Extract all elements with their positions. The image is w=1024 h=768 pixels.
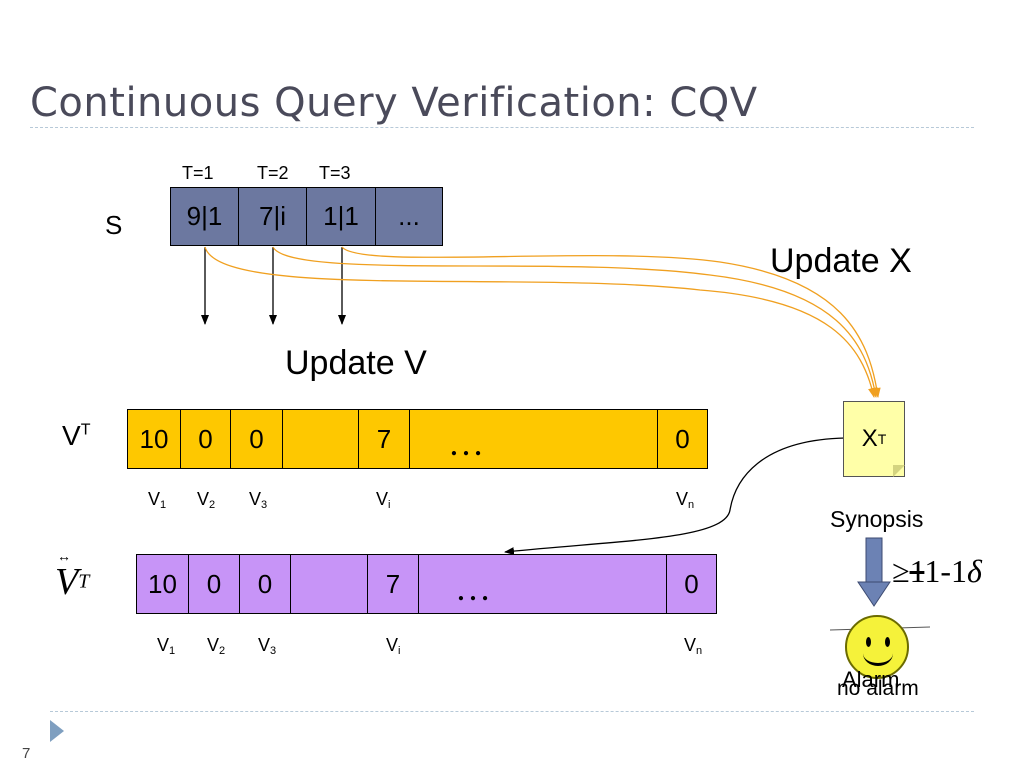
v-ellipsis: … — [448, 423, 484, 463]
vv-index: V1 — [157, 635, 176, 657]
vv-ellipsis: … — [455, 568, 491, 608]
vv-cell — [290, 554, 368, 614]
vv-cell: 0 — [239, 554, 291, 614]
v-cell: 0 — [657, 409, 708, 469]
v-index: V1 — [148, 489, 167, 511]
stream-cell: 7|i — [238, 187, 307, 246]
stream-label: S — [105, 210, 123, 240]
down-arrow-icon — [857, 537, 891, 607]
vv-cell — [418, 554, 667, 614]
slide-title: Continuous Query Verification: CQV — [30, 80, 758, 126]
play-icon — [50, 720, 64, 742]
v-index: V2 — [197, 489, 216, 511]
stream-cell: 1|1 — [306, 187, 376, 246]
time-label-1: T=1 — [182, 163, 214, 183]
update-v-label: Update V — [285, 344, 427, 382]
curve-t2-to-x — [272, 246, 879, 398]
title-divider — [30, 127, 974, 128]
vv-cell: 0 — [188, 554, 240, 614]
vv-index: V3 — [258, 635, 277, 657]
stream-cell: ... — [375, 187, 443, 246]
vv-cell: 7 — [367, 554, 419, 614]
v-cell: 0 — [180, 409, 231, 469]
vt-label: VT — [62, 420, 91, 451]
time-label-3: T=3 — [319, 163, 351, 183]
no-alarm-label: no alarm — [837, 677, 919, 700]
v-index: Vi — [376, 489, 391, 511]
vvec-label: ↔ VT — [55, 550, 90, 603]
synopsis-label: Synopsis — [830, 506, 924, 532]
slide-number: 7 — [22, 745, 31, 762]
vv-index: Vi — [386, 635, 401, 657]
footer-divider — [50, 711, 974, 712]
smiley-icon — [845, 615, 909, 679]
vv-index: V2 — [207, 635, 226, 657]
curve-x-to-vvec — [504, 437, 846, 556]
curve-t1-to-x — [204, 246, 876, 398]
vv-index: Vn — [684, 635, 703, 657]
v-cell: 0 — [230, 409, 283, 469]
curve-t3-to-x — [341, 246, 881, 398]
v-index: Vn — [676, 489, 695, 511]
time-label-2: T=2 — [257, 163, 289, 183]
vv-cell: 10 — [136, 554, 189, 614]
alarm-label: Alarm — [842, 667, 900, 692]
stream-cell: 9|1 — [170, 187, 239, 246]
v-cell: 7 — [358, 409, 410, 469]
vv-cell: 0 — [666, 554, 717, 614]
condition-formula: ≥11-1δ — [892, 553, 982, 589]
v-index: V3 — [249, 489, 268, 511]
v-cell — [282, 409, 359, 469]
update-x-label: Update X — [770, 242, 912, 280]
v-cell: 10 — [127, 409, 181, 469]
v-cell — [409, 409, 658, 469]
